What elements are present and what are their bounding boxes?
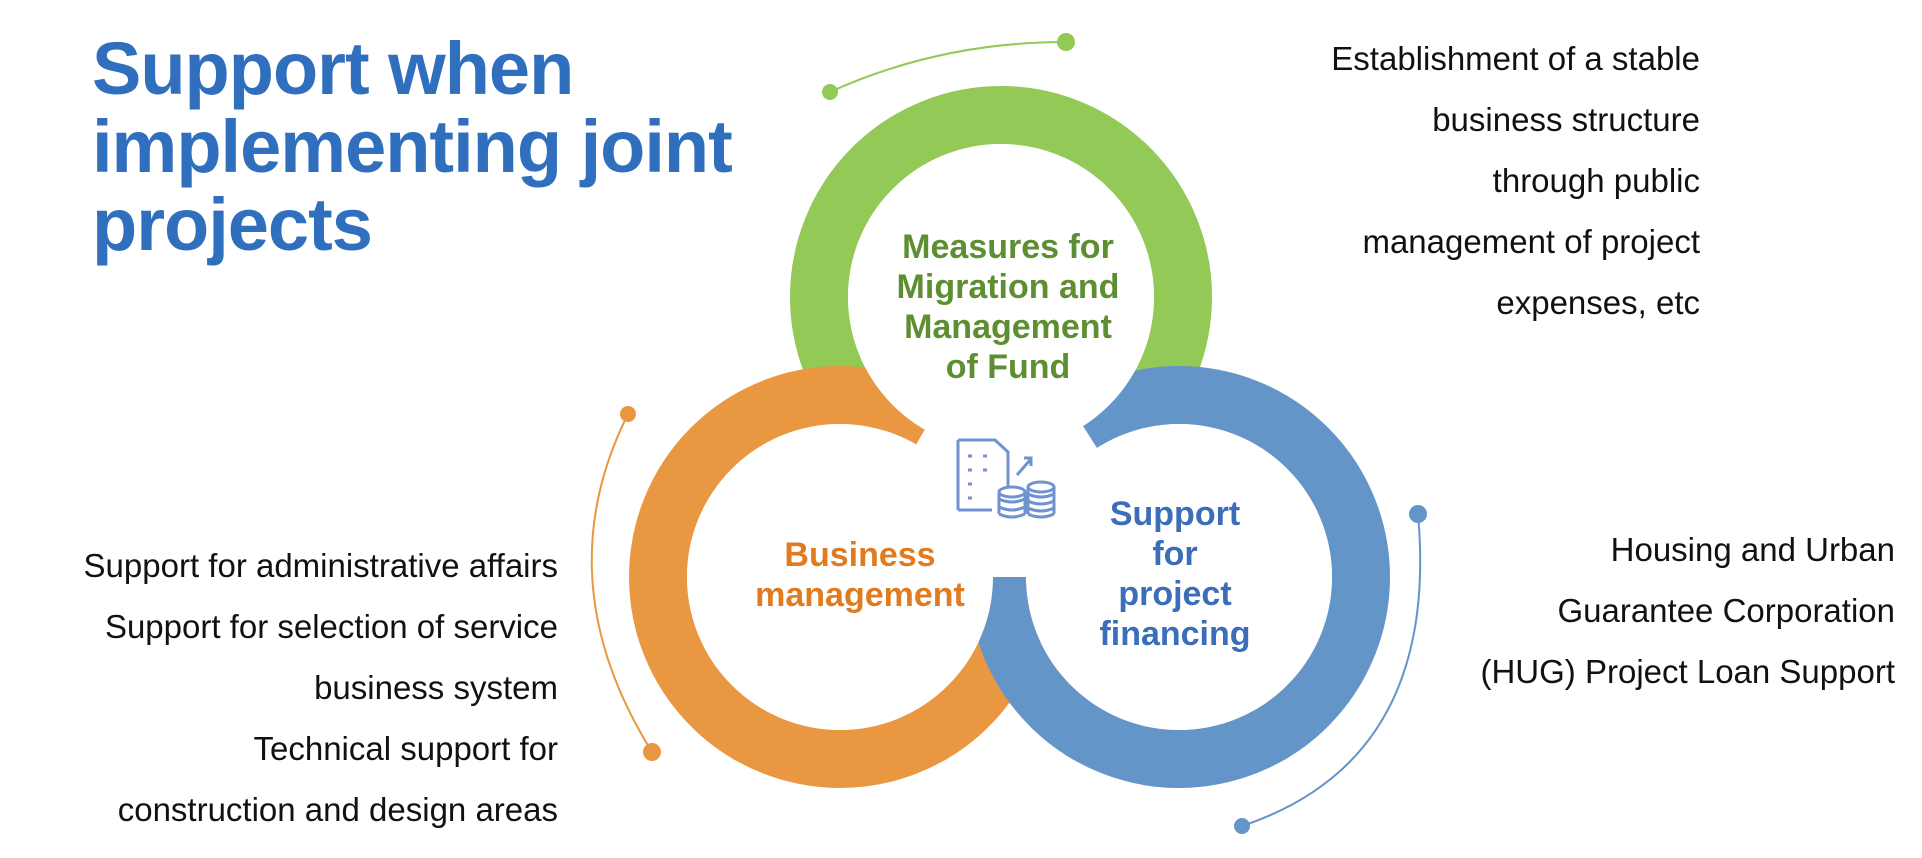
description-right: Housing and Urban Guarantee Corporation … xyxy=(1480,519,1895,702)
label-line: of Fund xyxy=(945,348,1071,386)
circle-label-orange: Business management xyxy=(735,535,985,615)
desc-line: Support for selection of service xyxy=(104,608,558,645)
decorative-dot xyxy=(822,84,838,100)
label-line: financing xyxy=(1099,615,1251,653)
circle-label-green: Measures for Migration and Management of… xyxy=(878,227,1138,387)
decorative-dot xyxy=(1057,33,1075,51)
label-line: Measures for xyxy=(902,228,1114,266)
desc-line: construction and design areas xyxy=(117,791,558,828)
label-line: management xyxy=(755,576,965,614)
desc-line: Support for administrative affairs xyxy=(83,547,558,584)
decorative-arc-right xyxy=(1241,513,1422,827)
desc-line: through public xyxy=(1492,162,1700,199)
desc-line: management of project xyxy=(1362,223,1700,260)
description-top: Establishment of a stable business struc… xyxy=(1331,28,1700,333)
desc-line: Housing and Urban xyxy=(1610,531,1895,568)
label-line: Migration and xyxy=(896,268,1120,306)
label-line: Business xyxy=(784,536,936,574)
decorative-dot xyxy=(620,406,636,422)
desc-line: (HUG) Project Loan Support xyxy=(1480,653,1895,690)
decorative-dot xyxy=(1409,505,1427,523)
label-line: Support xyxy=(1109,495,1241,533)
title-line: implementing joint xyxy=(92,105,733,188)
desc-line: business structure xyxy=(1432,101,1700,138)
page-title: Support when implementing joint projects xyxy=(92,27,733,266)
desc-line: expenses, etc xyxy=(1496,284,1700,321)
title-line: projects xyxy=(92,183,373,266)
building-finance-icon xyxy=(956,438,1056,519)
desc-line: Guarantee Corporation xyxy=(1557,592,1895,629)
decorative-arc-top xyxy=(829,41,1067,93)
desc-line: Technical support for xyxy=(253,730,559,767)
label-line: project xyxy=(1118,575,1232,613)
label-line: for xyxy=(1152,535,1198,573)
circle-label-blue: Support for project financing xyxy=(1085,494,1265,654)
desc-line: business system xyxy=(314,669,558,706)
decorative-dot xyxy=(643,743,661,761)
desc-line: Establishment of a stable xyxy=(1331,40,1700,77)
decorative-dot xyxy=(1234,818,1250,834)
decorative-arc-left xyxy=(590,413,653,753)
description-left: Support for administrative affairs Suppo… xyxy=(84,535,558,840)
center-cover xyxy=(840,297,1179,577)
title-line: Support when xyxy=(92,27,574,110)
label-line: Management xyxy=(904,308,1112,346)
